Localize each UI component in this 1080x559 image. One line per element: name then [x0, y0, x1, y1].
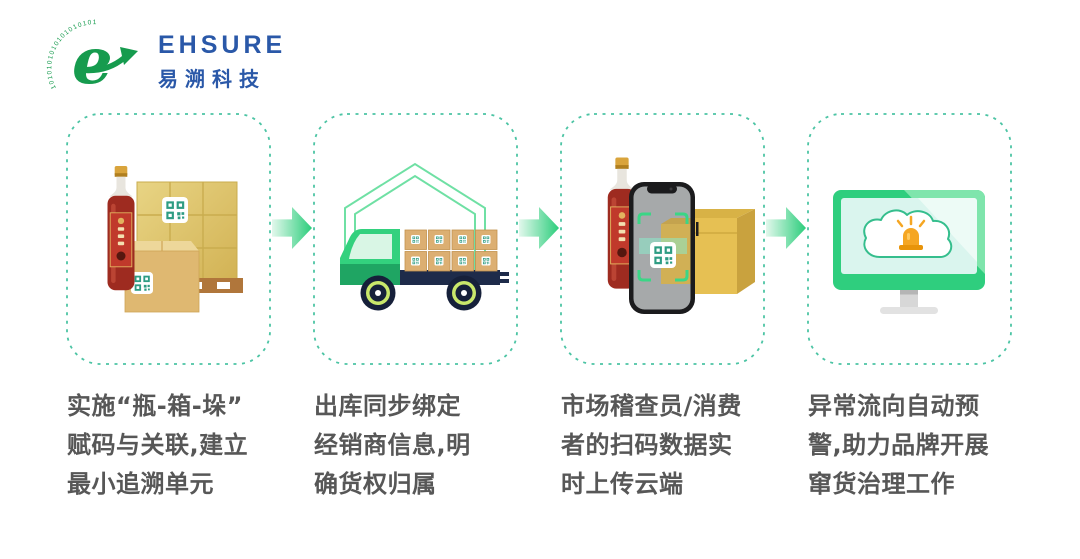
ehsure-e-logo-icon: 1010101010101010101 e: [46, 19, 138, 98]
alarm-siren-icon: [896, 215, 926, 250]
sauce-bottle-icon: [107, 165, 135, 291]
caption-line: 赋码与关联,建立: [67, 431, 249, 459]
step-2-panel: [313, 113, 518, 365]
caption-line: 警,助力品牌开展: [808, 431, 990, 459]
flow-gap: [519, 112, 559, 366]
step-3: 市场稽查员/消费 者的扫码数据实 时上传云端: [559, 112, 766, 504]
brand-name-zh: 易溯科技: [158, 66, 266, 91]
flow-gap: [766, 112, 806, 366]
dashed-panel-border: [560, 113, 765, 365]
process-steps-row: 实施“瓶-箱-垛” 赋码与关联,建立 最小追溯单元: [65, 112, 1013, 504]
caption-line: 时上传云端: [561, 470, 684, 498]
step-4-panel: [807, 113, 1012, 365]
truck-cargo-boxes: [404, 229, 498, 272]
step-4-caption: 异常流向自动预 警,助力品牌开展 窜货治理工作: [806, 387, 1013, 504]
caption-line: 窜货治理工作: [808, 470, 955, 498]
caption-line: 者的扫码数据实: [561, 431, 733, 459]
step-4: 异常流向自动预 警,助力品牌开展 窜货治理工作: [806, 112, 1013, 504]
dashed-panel-border: [313, 113, 518, 365]
caption-line: 市场稽查员/消费: [561, 392, 742, 420]
delivery-truck-icon: [340, 229, 509, 311]
caption-line: 异常流向自动预: [808, 392, 980, 420]
step-1-caption: 实施“瓶-箱-垛” 赋码与关联,建立 最小追溯单元: [65, 387, 272, 504]
logo-arrow-tail: [79, 55, 126, 74]
brand-logo: 1010101010101010101 e EHSURE 易溯科技: [44, 16, 286, 98]
carton-box-illustration: [124, 241, 200, 313]
scanned-qr-code-icon: [650, 242, 676, 268]
logo-arrowhead-icon: [120, 47, 138, 65]
step-3-panel: [560, 113, 765, 365]
pallet-qr-code-icon: [162, 197, 188, 223]
dashed-panel-border: [66, 113, 271, 365]
phone-notch: [647, 184, 677, 194]
dashed-panel-border: [807, 113, 1012, 365]
step-2: 出库同步绑定 经销商信息,明 确货权归属: [312, 112, 519, 504]
monitor-illustration: [833, 190, 985, 314]
step-2-caption: 出库同步绑定 经销商信息,明 确货权归属: [312, 387, 519, 504]
wheel-icon: [446, 275, 482, 311]
caption-line: 最小追溯单元: [67, 470, 214, 498]
scan-frame-brackets-icon: [637, 212, 689, 282]
caption-line: 实施“瓶-箱-垛”: [67, 392, 243, 420]
step-3-caption: 市场稽查员/消费 者的扫码数据实 时上传云端: [559, 387, 766, 504]
wheel-icon: [360, 275, 396, 311]
monitor-stand-base: [880, 307, 938, 314]
caption-line: 确货权归属: [314, 470, 437, 498]
caption-line: 出库同步绑定: [314, 392, 461, 420]
brand-name-en: EHSURE: [158, 31, 287, 59]
flow-arrow-icon: [272, 207, 312, 249]
flow-arrow-icon: [519, 207, 559, 249]
step-1-panel: [66, 113, 271, 365]
caption-line: 经销商信息,明: [314, 431, 471, 459]
flow-gap: [272, 112, 312, 366]
logo-letter-e: e: [72, 24, 113, 98]
flow-arrow-icon: [766, 207, 806, 249]
smartphone-scanner-icon: [629, 182, 699, 314]
step-1: 实施“瓶-箱-垛” 赋码与关联,建立 最小追溯单元: [65, 112, 272, 504]
